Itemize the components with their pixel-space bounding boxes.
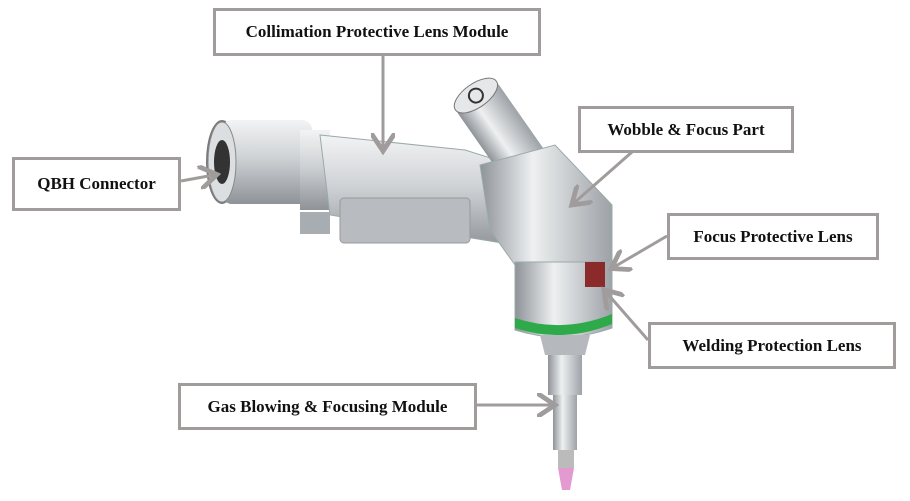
wobble-arrow xyxy=(574,150,633,203)
gas-nozzle-part xyxy=(548,355,582,490)
wobble-focus-part xyxy=(479,144,613,355)
label-welding-protection-lens: Welding Protection Lens xyxy=(648,322,896,369)
label-collimation-protective-lens-module: Collimation Protective Lens Module xyxy=(213,8,541,56)
qbh-arrow xyxy=(180,175,214,181)
focus-lens-arrow xyxy=(614,234,668,267)
label-focus-protective-lens: Focus Protective Lens xyxy=(667,213,879,260)
qbh-connector-part xyxy=(206,120,330,210)
label-qbh-connector: QBH Connector xyxy=(12,157,181,211)
label-gas-blowing-focusing-module: Gas Blowing & Focusing Module xyxy=(178,383,477,430)
label-wobble-focus-part: Wobble & Focus Part xyxy=(578,106,794,153)
welding-lens-arrow xyxy=(606,292,650,341)
